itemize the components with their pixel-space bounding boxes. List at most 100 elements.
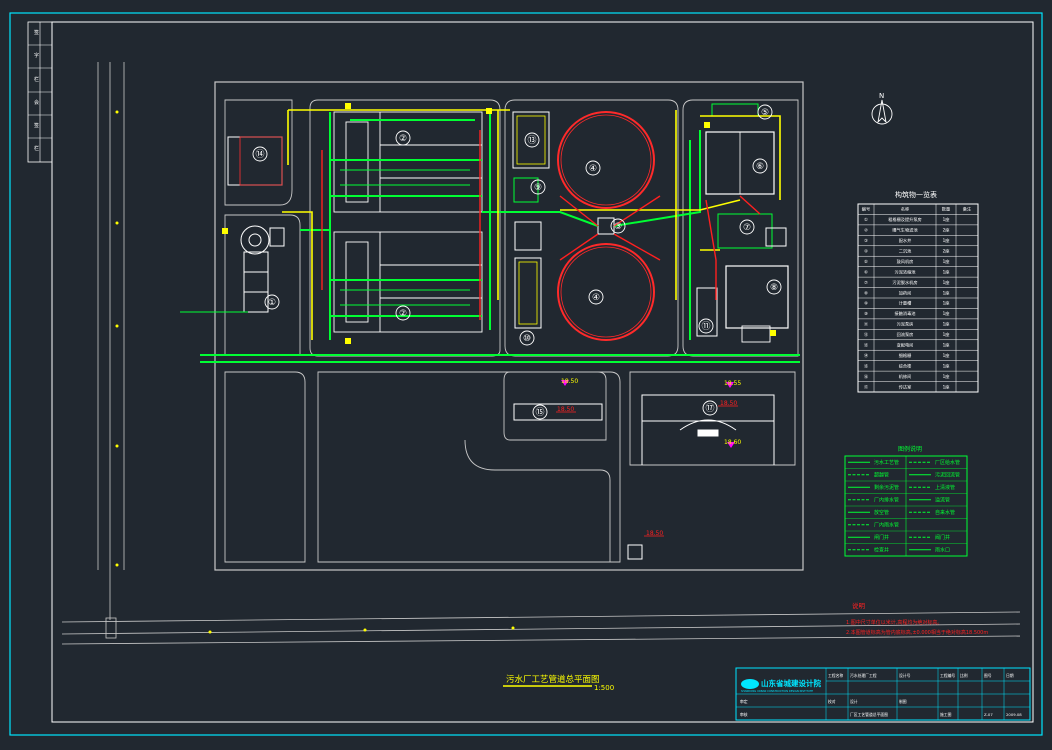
structure-number-circles (252, 104, 782, 420)
structure-number: ⑥ (756, 162, 764, 172)
structure-dewatering-house (717, 213, 773, 249)
title-block-cell: 污水处理厂工程 (850, 673, 877, 678)
structure-number: ③ (614, 222, 622, 232)
structures-table-title: 构筑物一览表 (895, 190, 937, 199)
structure-distribution-well (597, 217, 615, 235)
table-header-cell: 备注 (963, 206, 972, 213)
pipes-yellow (282, 109, 781, 340)
table-header-cell: 编号 (862, 206, 870, 213)
table-cell: 1座 (943, 310, 950, 317)
side-signature-strip: 签 字 栏 会 签 栏 (27, 21, 53, 163)
table-cell: ⑦ (864, 280, 868, 285)
table-cell: 综合楼 (899, 362, 912, 369)
valve-markers (222, 103, 776, 344)
structure-fine-screen (227, 136, 283, 186)
legend-label: 闸门井 (874, 534, 889, 541)
table-cell: ③ (864, 238, 868, 243)
table-cell: ⑮ (864, 362, 869, 369)
side-strip-label: 签 (34, 29, 39, 36)
table-cell: 配水井 (899, 237, 912, 244)
structure-disinfection-tank (514, 257, 542, 329)
structure-biofilter-lower (333, 231, 483, 333)
table-cell: 1座 (943, 373, 950, 380)
internal-roads (224, 99, 799, 563)
structure-number: ⑰ (705, 403, 714, 414)
structure-dosing-house (725, 265, 789, 329)
title-block-cell: 工程名称 (828, 673, 843, 678)
table-cell: 鼓风机房 (897, 258, 914, 265)
elevation-label: 18.55 (724, 380, 741, 387)
table-cell: 污泥浓缩池 (895, 268, 917, 275)
outer-frame (9, 12, 1043, 736)
legend-label: 检查井 (874, 547, 889, 554)
legend-label: 自来水管 (935, 509, 955, 516)
drawing-scale: 1:500 (594, 684, 614, 692)
north-label: N (879, 92, 884, 100)
company-name: 山东省城建设计院 (761, 678, 821, 688)
table-cell: ⑪ (864, 321, 869, 328)
table-cell: ④ (864, 249, 868, 254)
legend-label: 污泥回流管 (935, 472, 960, 479)
structure-number: ⑧ (770, 283, 778, 293)
notes: 说明 1.图中尺寸单位以米计,高程均为绝对标高。 2.本图管道标高为管内底标高,… (846, 601, 988, 636)
legend-label: 厂区给水管 (935, 459, 960, 466)
table-cell: ⑬ (864, 342, 869, 349)
table-cell: 机修间 (899, 373, 912, 380)
side-strip-label: 栏 (34, 76, 39, 83)
table-cell: 加药间 (899, 289, 912, 296)
table-cell: 1座 (943, 383, 950, 390)
table-cell: 污泥泵房 (897, 321, 914, 328)
elevation-label: 18.50 (646, 530, 663, 537)
pipes-thin-green (180, 169, 470, 313)
structure-number: ④ (589, 164, 597, 174)
table-cell: 细格栅 (899, 352, 912, 359)
legend-label: 雨水口 (935, 547, 950, 554)
structure-number: ⑩ (523, 334, 531, 344)
legend-label: 阀门井 (935, 534, 950, 541)
side-strip-label: 会 (34, 99, 39, 106)
table-cell: 2座 (943, 248, 950, 255)
table-cell: ⑯ (864, 373, 869, 380)
title-block-cell: 图号 (984, 673, 992, 678)
legend-label: 溢流管 (935, 497, 950, 504)
title-block-cell: 制图 (899, 699, 907, 704)
table-cell: 接触消毒池 (895, 310, 917, 317)
table-cell: 1座 (943, 362, 950, 369)
table-cell: 1座 (943, 268, 950, 275)
structure-number: ⑦ (743, 223, 751, 233)
elevation-label: 18.50 (720, 400, 737, 407)
table-cell: 1座 (943, 321, 950, 328)
legend-label: 放空管 (874, 509, 889, 516)
legend-label: 厂内排水管 (874, 497, 899, 504)
title-block-cell: 设计 (850, 699, 858, 704)
side-strip-label: 栏 (34, 145, 39, 152)
legend-label: 污水工艺管 (874, 459, 899, 466)
pipe-legend: 图例说明 污水工艺管厂区给水管超越管污泥回流管剩余污泥管上清液管厂内排水管溢流管… (844, 445, 968, 557)
table-cell: 1座 (943, 352, 950, 359)
legend-label: 上清液管 (935, 484, 955, 491)
title-block: 山东省城建设计院 SHANDONG URBAN CONSTRUCTION DES… (735, 667, 1031, 721)
legend-label: 超越管 (874, 472, 889, 479)
table-cell: 二沉池 (899, 248, 912, 255)
title-block-cell: 比例 (960, 673, 968, 678)
drawing-title: 污水厂工艺管道总平面图 (506, 674, 600, 685)
title-block-cell: 工程编号 (940, 673, 955, 678)
table-cell: 计量槽 (899, 300, 912, 307)
title-block-cell: 校对 (828, 699, 836, 704)
table-header-cell: 名称 (901, 206, 909, 213)
table-cell: 1座 (943, 258, 950, 265)
table-cell: 变配电间 (897, 342, 914, 349)
legend-label: 剩余污泥管 (874, 484, 899, 491)
title-block-cell: 厂区工艺管道总平面图 (850, 712, 888, 717)
table-cell: ⑭ (864, 352, 869, 359)
side-strip-label: 签 (34, 122, 39, 129)
north-arrow-icon (871, 99, 893, 125)
table-cell: ② (864, 228, 868, 233)
structure-sludge-pump (696, 287, 718, 337)
structure-metering-flume (513, 177, 539, 203)
notes-title: 说明 (852, 601, 866, 610)
structure-number: ⑭ (255, 149, 264, 160)
external-roads (61, 62, 1021, 645)
structure-number: ⑪ (701, 321, 710, 332)
